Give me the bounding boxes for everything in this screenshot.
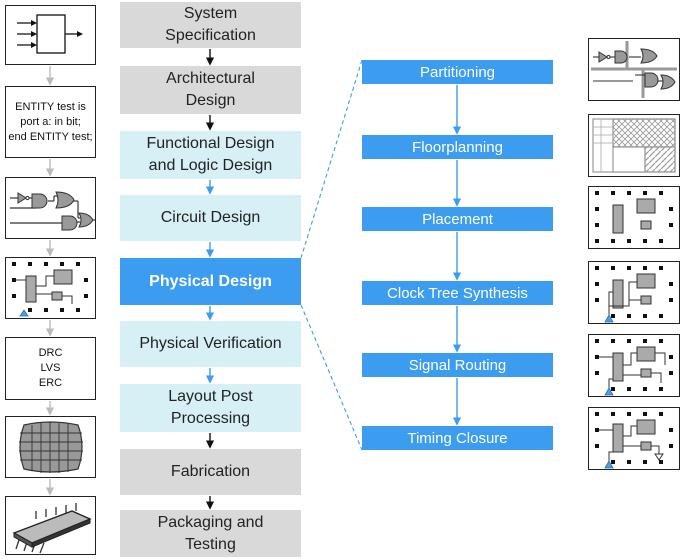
gate-schematic-panel bbox=[5, 177, 96, 239]
stage-functional-logic-design: Functional Design and Logic Design bbox=[120, 131, 301, 179]
block-symbol-icon bbox=[17, 14, 83, 54]
wafer-panel bbox=[5, 416, 96, 478]
hdl-code-text: ENTITY test is port a: in bit; end ENTIT… bbox=[8, 100, 93, 143]
wafer-icon bbox=[19, 421, 83, 473]
stage-physical-verification: Physical Verification bbox=[120, 321, 301, 367]
routing-panel bbox=[588, 334, 680, 397]
floorplan-icon bbox=[592, 118, 676, 173]
step-placement: Placement bbox=[362, 207, 553, 231]
step-clock-tree-synthesis: Clock Tree Synthesis bbox=[362, 281, 553, 305]
timing-closure-icon bbox=[595, 412, 673, 469]
floorplan-panel bbox=[588, 114, 680, 177]
block-symbol-panel bbox=[5, 5, 96, 65]
stage-packaging-testing: Packaging and Testing bbox=[120, 510, 301, 557]
placement-icon bbox=[595, 191, 673, 243]
step-floorplanning: Floorplanning bbox=[362, 135, 553, 159]
placement-panel bbox=[588, 186, 680, 249]
clock-tree-panel bbox=[588, 261, 680, 324]
partition-panel bbox=[588, 38, 680, 101]
verification-panel: DRC LVS ERC bbox=[5, 337, 96, 400]
clock-tree-icon bbox=[595, 266, 673, 323]
partition-gates-icon bbox=[591, 41, 677, 98]
step-timing-closure: Timing Closure bbox=[362, 426, 553, 450]
zoom-line-top bbox=[300, 59, 363, 259]
stage-system-specification: System Specification bbox=[120, 2, 301, 48]
zoom-line-bottom bbox=[300, 304, 363, 451]
verification-checks-text: DRC LVS ERC bbox=[38, 347, 63, 389]
stage-architectural-design: Architectural Design bbox=[120, 66, 301, 114]
step-partitioning: Partitioning bbox=[362, 60, 553, 84]
layout-panel bbox=[5, 257, 96, 319]
stage-layout-post-processing: Layout Post Processing bbox=[120, 384, 301, 432]
hdl-code-panel: ENTITY test is port a: in bit; end ENTIT… bbox=[5, 86, 96, 158]
ic-chip-icon bbox=[12, 503, 92, 554]
timing-panel bbox=[588, 407, 680, 470]
step-signal-routing: Signal Routing bbox=[362, 353, 553, 377]
logic-gates-icon bbox=[10, 191, 95, 231]
stage-circuit-design: Circuit Design bbox=[120, 195, 301, 241]
packaged-chip-panel bbox=[5, 496, 96, 555]
chip-layout-icon bbox=[12, 262, 88, 317]
stage-physical-design: Physical Design bbox=[120, 258, 301, 305]
signal-routing-icon bbox=[595, 339, 673, 396]
stage-fabrication: Fabrication bbox=[120, 449, 301, 495]
